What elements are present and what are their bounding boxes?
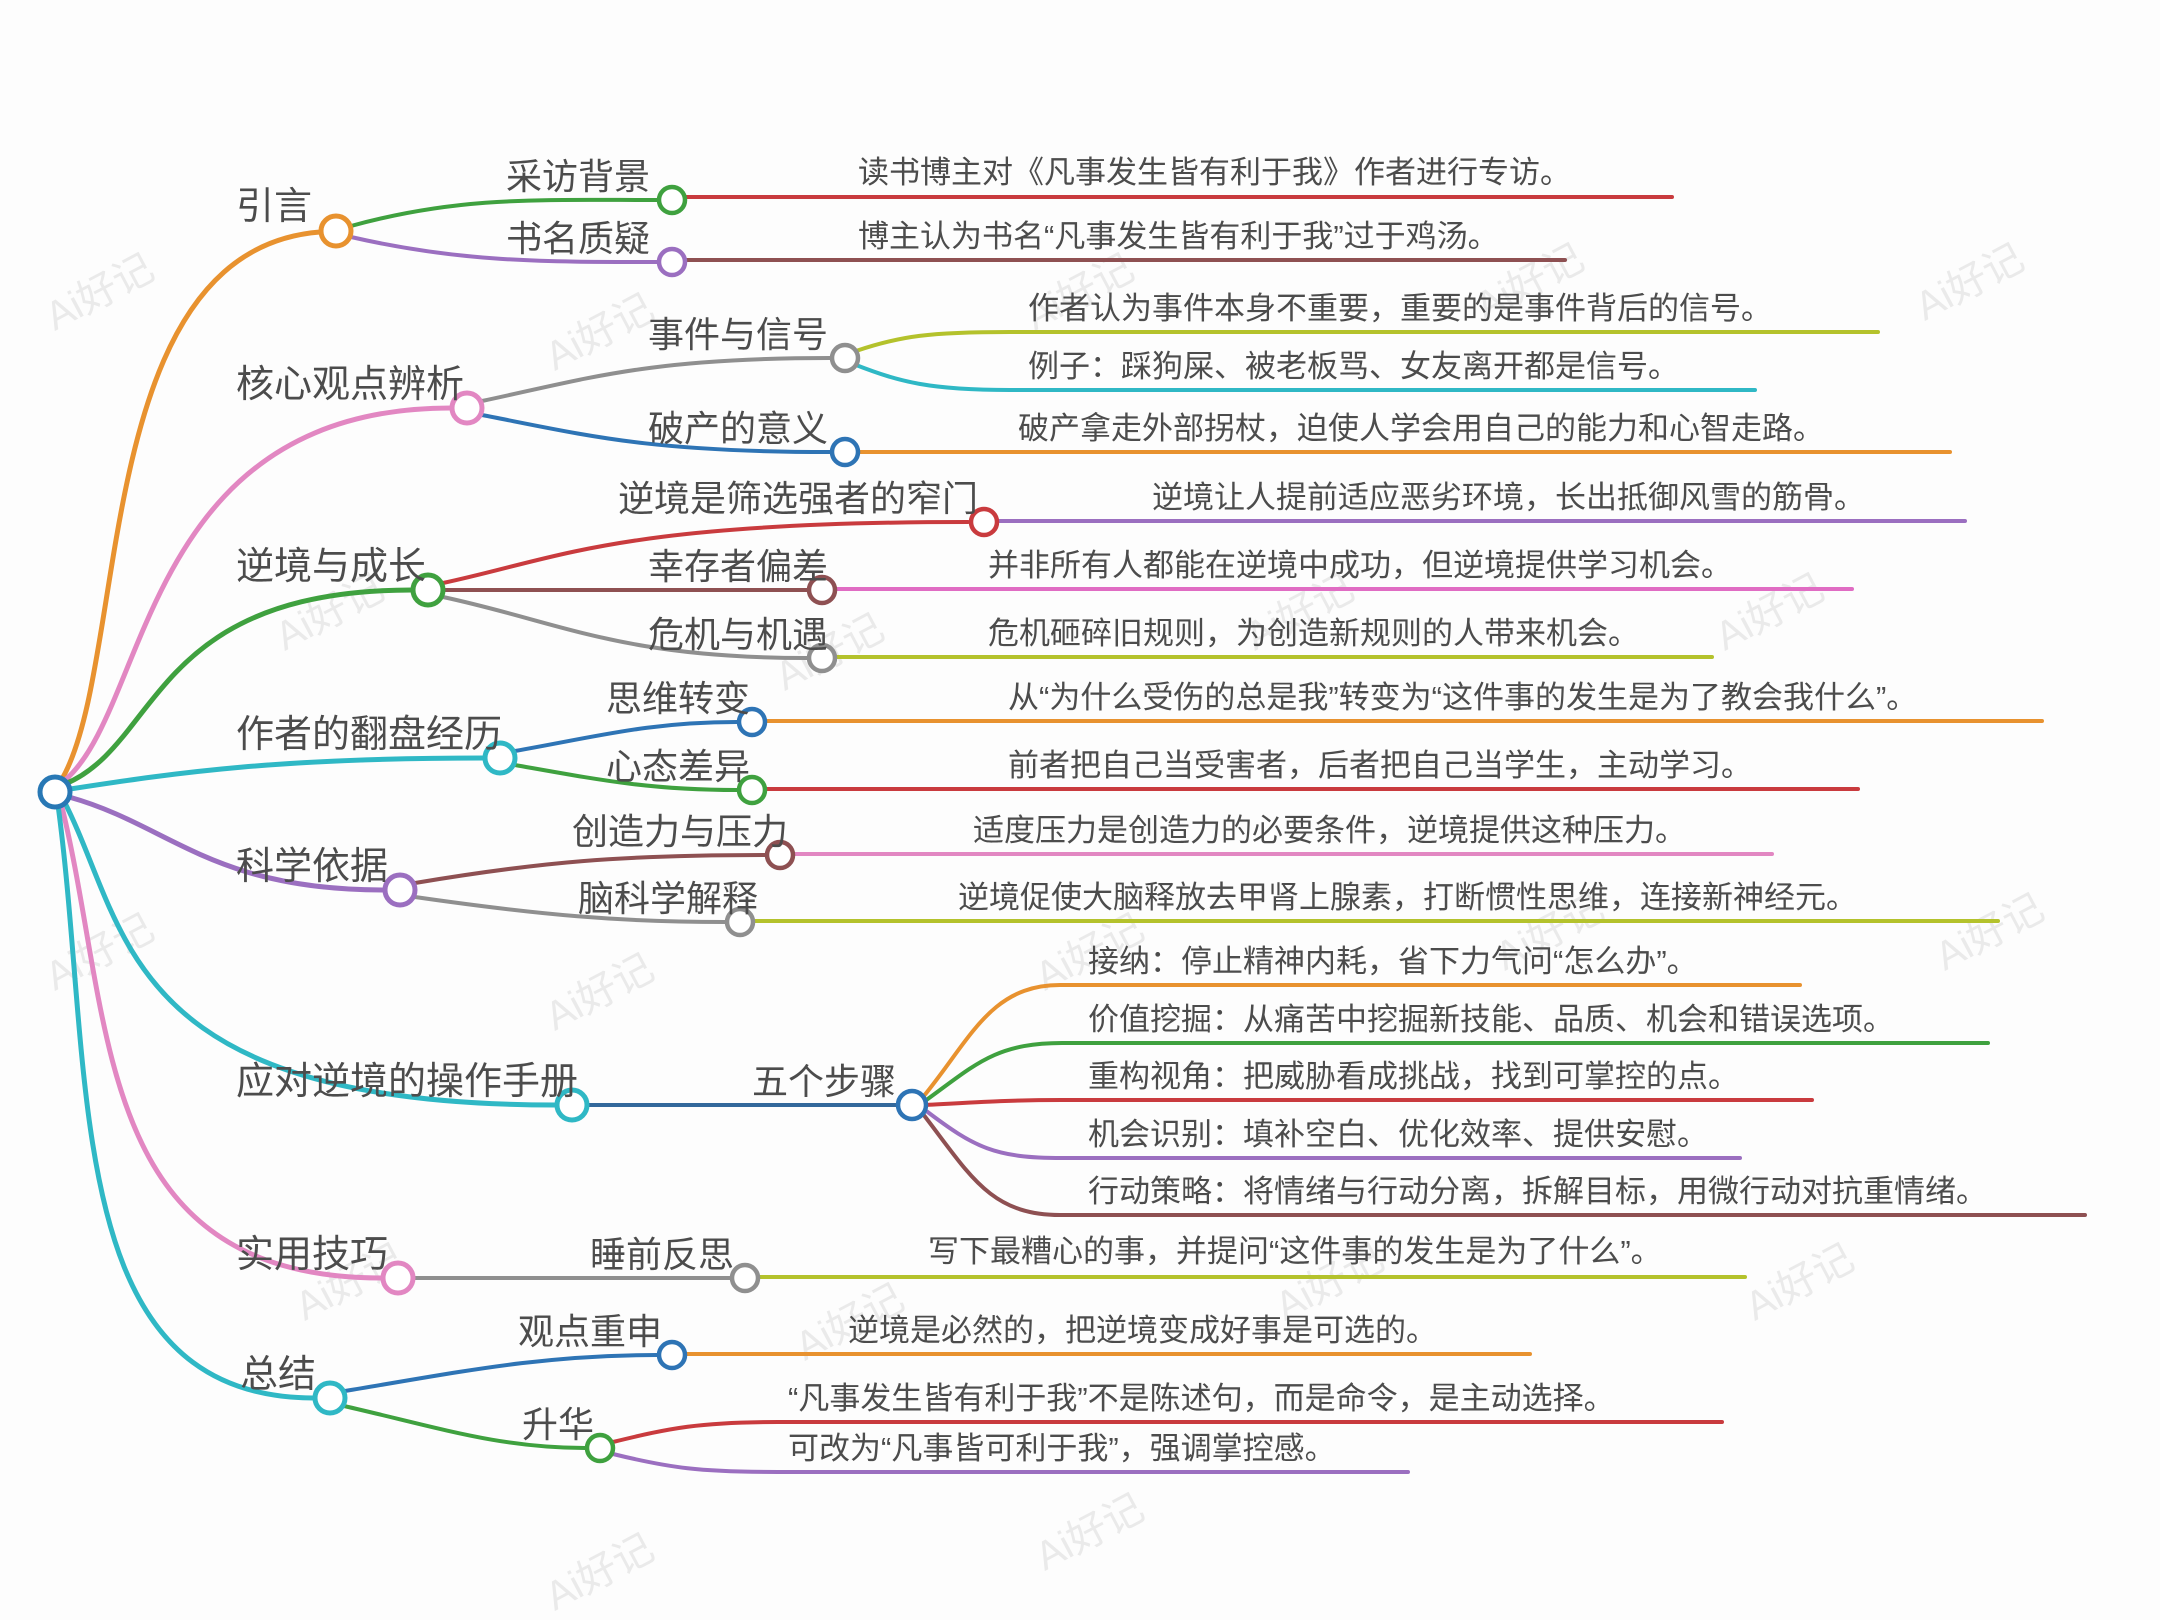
node-attitude[interactable] — [736, 774, 768, 806]
topic-interview[interactable]: 采访背景 — [506, 156, 651, 197]
leaf-line — [854, 330, 1880, 353]
leaf-line — [921, 1112, 2087, 1217]
node-introduction[interactable] — [318, 213, 354, 249]
topic-event-signal[interactable]: 事件与信号 — [648, 314, 829, 355]
branch-line-adversity — [62, 587, 415, 787]
branch-introduction[interactable]: 引言 — [236, 186, 313, 228]
leaf-text[interactable]: 机会识别：填补空白、优化效率、提供安慰。 — [1088, 1117, 1708, 1152]
leaf-text[interactable]: 并非所有人都能在逆境中成功，但逆境提供学习机会。 — [988, 548, 1732, 583]
branch-summary[interactable]: 总结 — [240, 1354, 317, 1396]
node-title-doubt[interactable] — [656, 246, 688, 278]
node-event-signal[interactable] — [829, 342, 861, 374]
node-summary[interactable] — [312, 1380, 348, 1416]
child-line-restate — [343, 1353, 659, 1393]
child-line-event-signal — [480, 356, 832, 403]
leaf-text[interactable]: 读书博主对《凡事发生皆有利于我》作者进行专访。 — [858, 155, 1571, 190]
leaf-text[interactable]: 博主认为书名“凡事发生皆有利于我”过于鸡汤。 — [858, 219, 1499, 254]
topic-mindset-shift[interactable]: 思维转变 — [606, 678, 751, 719]
child-line-bankruptcy — [480, 413, 832, 454]
branch-line-summary — [55, 802, 317, 1401]
branch-comeback[interactable]: 作者的翻盘经历 — [236, 714, 503, 756]
leaf-text[interactable]: 破产拿走外部拐杖，迫使人学会用自己的能力和心智走路。 — [1018, 411, 1824, 446]
node-adversity[interactable] — [410, 572, 446, 608]
child-line-brain — [413, 895, 727, 924]
leaf-text[interactable]: 作者认为事件本身不重要，重要的是事件背后的信号。 — [1028, 291, 1772, 326]
leaf-line — [924, 1098, 1814, 1107]
branch-handbook[interactable]: 应对逆境的操作手册 — [236, 1061, 579, 1103]
leaf-text[interactable]: 例子：踩狗屎、被老板骂、女友离开都是信号。 — [1028, 349, 1679, 384]
topic-creativity[interactable]: 创造力与压力 — [572, 811, 789, 852]
branch-core-view[interactable]: 核心观点辨析 — [236, 364, 465, 406]
node-bankruptcy[interactable] — [829, 436, 861, 468]
child-line-crisis — [441, 595, 809, 660]
node-handbook[interactable] — [554, 1087, 590, 1123]
topic-bedtime[interactable]: 睡前反思 — [590, 1234, 735, 1275]
node-bedtime[interactable] — [729, 1262, 761, 1294]
leaf-text[interactable]: “凡事发生皆有利于我”不是陈述句，而是命令，是主动选择。 — [788, 1381, 1615, 1416]
branch-line-science — [66, 794, 387, 893]
node-crisis[interactable] — [806, 642, 838, 674]
topic-five-steps[interactable]: 五个步骤 — [752, 1061, 897, 1102]
branch-line-comeback — [67, 755, 487, 792]
branch-line-tips — [58, 800, 385, 1281]
leaf-line — [923, 1108, 1742, 1160]
leaf-line — [921, 983, 1802, 1099]
leaf-text[interactable]: 逆境促使大脑释放去甲肾上腺素，打断惯性思维，连接新神经元。 — [958, 880, 1857, 915]
topic-narrow-gate[interactable]: 逆境是筛选强者的窄门 — [618, 478, 979, 519]
child-line-interview — [349, 197, 659, 228]
topic-brain[interactable]: 脑科学解释 — [578, 878, 759, 919]
topic-survivor-bias[interactable]: 幸存者偏差 — [648, 546, 829, 587]
node-core-view[interactable] — [449, 390, 485, 426]
leaf-text[interactable]: 价值挖掘：从痛苦中挖掘新技能、品质、机会和错误选项。 — [1088, 1002, 1894, 1037]
leaf-text[interactable]: 危机砸碎旧规则，为创造新规则的人带来机会。 — [988, 616, 1639, 651]
topic-attitude[interactable]: 心态差异 — [606, 746, 751, 787]
leaf-text[interactable]: 逆境让人提前适应恶劣环境，长出抵御风雪的筋骨。 — [1152, 480, 1865, 515]
leaf-line — [854, 363, 1757, 392]
topic-crisis[interactable]: 危机与机遇 — [648, 614, 829, 655]
node-restate[interactable] — [656, 1339, 688, 1371]
branch-adversity[interactable]: 逆境与成长 — [236, 546, 427, 588]
branch-line-introduction — [59, 229, 323, 782]
leaf-text[interactable]: 可改为“凡事皆可利于我”，强调掌控感。 — [788, 1431, 1336, 1466]
node-tips[interactable] — [380, 1260, 416, 1296]
node-science[interactable] — [382, 872, 418, 908]
child-line-attitude — [513, 763, 739, 792]
node-five-steps[interactable] — [895, 1088, 929, 1122]
node-comeback[interactable] — [482, 740, 518, 776]
node-narrow-gate[interactable] — [968, 506, 1000, 538]
node-mindset-shift[interactable] — [736, 706, 768, 738]
child-line-creativity — [413, 853, 767, 885]
node-brain[interactable] — [724, 906, 756, 938]
leaf-text[interactable]: 从“为什么受伤的总是我”转变为“这件事的发生是为了教会我什么”。 — [1008, 680, 1918, 715]
leaf-text[interactable]: 逆境是必然的，把逆境变成好事是可选的。 — [848, 1313, 1437, 1348]
branch-line-core-view — [61, 405, 454, 784]
branch-line-handbook — [61, 798, 559, 1108]
root-node[interactable] — [37, 774, 73, 810]
leaf-text[interactable]: 前者把自己当受害者，后者把自己当学生，主动学习。 — [1008, 748, 1752, 783]
leaf-text[interactable]: 重构视角：把威胁看成挑战，找到可掌控的点。 — [1088, 1059, 1739, 1094]
node-interview[interactable] — [656, 184, 688, 216]
child-line-title-doubt — [349, 235, 659, 264]
leaf-line — [923, 1041, 1990, 1103]
leaf-text[interactable]: 写下最糟心的事，并提问“这件事的发生是为了什么”。 — [928, 1234, 1662, 1269]
leaf-text[interactable]: 接纳：停止精神内耗，省下力气问“怎么办”。 — [1088, 944, 1698, 979]
leaf-line — [611, 1452, 1410, 1474]
node-survivor-bias[interactable] — [806, 574, 838, 606]
topic-bankruptcy[interactable]: 破产的意义 — [648, 408, 829, 449]
topic-title-doubt[interactable]: 书名质疑 — [506, 218, 651, 259]
child-line-sublimation — [342, 1404, 587, 1450]
node-creativity[interactable] — [764, 839, 796, 871]
leaf-line — [611, 1420, 1724, 1444]
node-sublimation[interactable] — [584, 1432, 616, 1464]
child-line-narrow-gate — [441, 520, 970, 585]
child-line-mindset-shift — [513, 720, 739, 753]
topic-sublimation[interactable]: 升华 — [522, 1404, 595, 1445]
topic-restate[interactable]: 观点重申 — [518, 1311, 663, 1352]
branch-science[interactable]: 科学依据 — [236, 846, 389, 888]
leaf-text[interactable]: 适度压力是创造力的必要条件，逆境提供这种压力。 — [973, 813, 1686, 848]
branch-tips[interactable]: 实用技巧 — [236, 1234, 389, 1276]
leaf-text[interactable]: 行动策略：将情绪与行动分离，拆解目标，用微行动对抗重情绪。 — [1088, 1174, 1987, 1209]
